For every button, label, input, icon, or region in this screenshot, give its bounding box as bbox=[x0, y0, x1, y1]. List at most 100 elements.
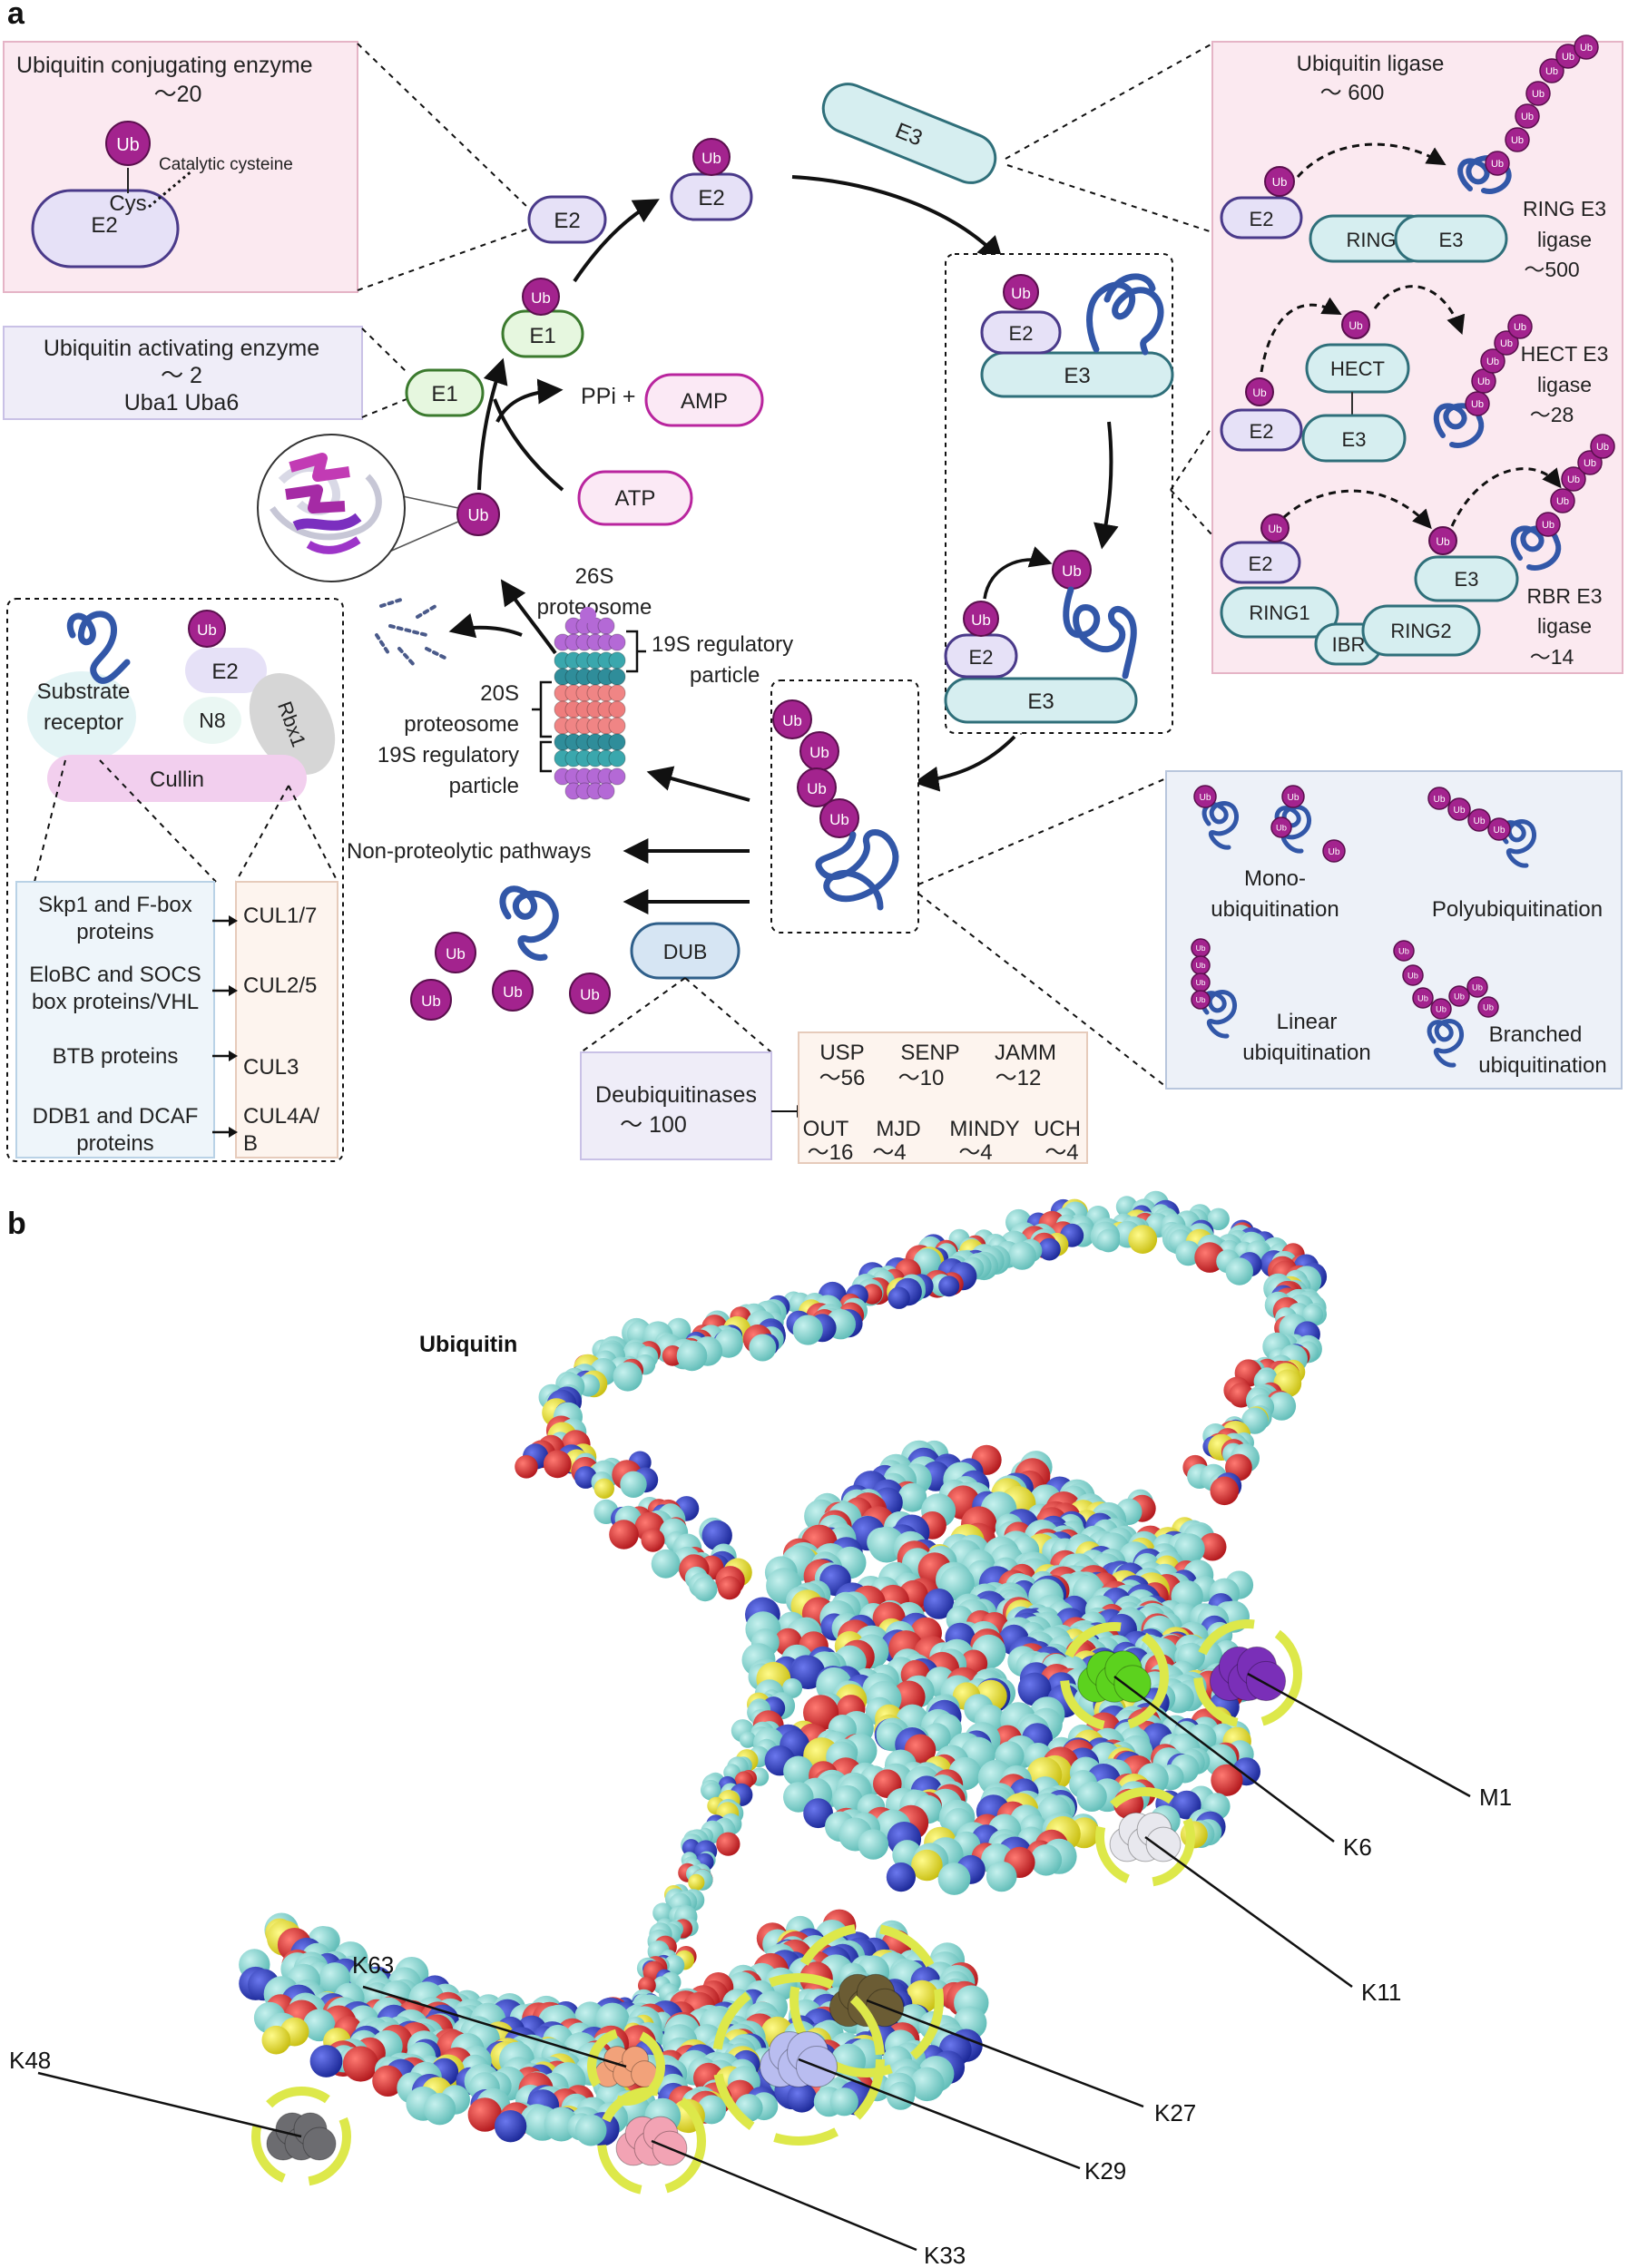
atom bbox=[515, 1455, 538, 1479]
conj-note: Catalytic cysteine bbox=[159, 155, 293, 174]
k29-highlight-ring bbox=[712, 1973, 885, 2146]
ring-chain-ub-2 bbox=[1515, 103, 1540, 129]
branched1: Branched bbox=[1489, 1022, 1583, 1047]
atom bbox=[1007, 1241, 1036, 1270]
atom bbox=[792, 1315, 823, 1345]
proteasome-subunit bbox=[580, 607, 596, 623]
nonprot-label: Non-proteolytic pathways bbox=[347, 839, 591, 864]
chain-ub3: Ub bbox=[807, 780, 827, 797]
k11-leader bbox=[1144, 1835, 1353, 1989]
m1-leader bbox=[1247, 1672, 1471, 1798]
ring-chain-ub-5-label: Ub bbox=[1562, 52, 1574, 63]
atom bbox=[641, 1528, 665, 1552]
branched-ub-0 bbox=[1393, 940, 1415, 962]
hect-chain-ub-0-label: Ub bbox=[1471, 399, 1484, 410]
rp-bot2: particle bbox=[449, 774, 519, 798]
crl-adapter-text: box proteins/VHL bbox=[32, 990, 199, 1014]
atom bbox=[938, 1276, 960, 1297]
atp-label: ATP bbox=[615, 486, 656, 511]
ring-e2: E2 bbox=[1250, 208, 1274, 230]
branched-ub-1 bbox=[1402, 964, 1424, 986]
rbr-e3-diagram: E2 Ub RING1 IBR RING2 E3 Ub RBR E3 ligas… bbox=[1220, 467, 1603, 669]
ring-chain-ub-2-label: Ub bbox=[1521, 112, 1534, 122]
dub-family-count: ～56 bbox=[819, 1066, 866, 1090]
rbr-ub-e2: Ub bbox=[1268, 523, 1282, 535]
degraded-peptides bbox=[375, 597, 446, 669]
m1-residue bbox=[1245, 1660, 1287, 1702]
dub-family-count: ～4 bbox=[1044, 1140, 1078, 1165]
ring-chain-ub-6-label: Ub bbox=[1580, 43, 1593, 54]
atom bbox=[651, 1549, 681, 1579]
ring-e3-diagram: E2 Ub RING E3 RING E3 ligase ～500 bbox=[1220, 142, 1606, 281]
atom bbox=[1173, 1533, 1205, 1565]
ppi-label: PPi + bbox=[581, 384, 635, 409]
poly-ub-3 bbox=[1487, 817, 1511, 841]
k11-highlight-ring bbox=[1095, 1787, 1195, 1887]
crl-cullin: Cullin bbox=[150, 767, 204, 792]
atom bbox=[652, 1902, 673, 1923]
poly: Polyubiquitination bbox=[1432, 897, 1603, 922]
free-ub-2: Ub bbox=[421, 992, 441, 1010]
proteasome-subunit bbox=[608, 700, 626, 719]
branched2: ubiquitination bbox=[1478, 1053, 1606, 1078]
ring-l1: RING E3 bbox=[1523, 197, 1606, 220]
k48-label: K48 bbox=[9, 2047, 51, 2074]
ring-e3: E3 bbox=[1439, 229, 1464, 251]
proteasome-stack bbox=[554, 607, 626, 800]
proteasome-subunit bbox=[608, 668, 626, 686]
atom bbox=[909, 2067, 945, 2102]
atom bbox=[620, 1471, 647, 1499]
atom bbox=[676, 1340, 708, 1372]
linear1: Linear bbox=[1277, 1010, 1338, 1034]
conj-cys: Cys bbox=[109, 191, 146, 216]
mono1: Mono- bbox=[1244, 866, 1306, 891]
k11-label: K11 bbox=[1361, 1979, 1401, 2006]
atom bbox=[702, 1783, 721, 1801]
rbr-chain-ub-4 bbox=[1590, 434, 1615, 459]
atom bbox=[858, 1829, 889, 1860]
ring-count: ～500 bbox=[1524, 258, 1579, 281]
linear2: ubiquitination bbox=[1242, 1041, 1370, 1065]
k29-label: K29 bbox=[1084, 2157, 1126, 2185]
ring-chain-ub-3 bbox=[1525, 81, 1551, 106]
mono-ub-4 bbox=[1322, 839, 1346, 863]
polyub-substrate-box: Ub Ub Ub Ub bbox=[770, 679, 919, 934]
poly-ub-2 bbox=[1467, 808, 1491, 832]
conjugating-enzyme-box: Ubiquitin conjugating enzyme ～20 E2 Ub C… bbox=[3, 41, 358, 293]
rbr-count: ～14 bbox=[1530, 645, 1574, 669]
crl-n8: N8 bbox=[199, 709, 225, 732]
atom bbox=[803, 1798, 833, 1829]
crl-arrowhead bbox=[229, 1127, 238, 1138]
crl-adapter-text: proteins bbox=[76, 920, 153, 944]
hect-chain-ub-2 bbox=[1480, 348, 1505, 374]
free-ub-4: Ub bbox=[580, 986, 600, 1003]
core2: proteosome bbox=[404, 712, 519, 737]
branched-ub-2 bbox=[1412, 987, 1434, 1009]
dub-family-count: ～10 bbox=[898, 1066, 945, 1090]
hect-chain-ub-0 bbox=[1465, 391, 1490, 416]
dub-family-name: JAMM bbox=[995, 1041, 1056, 1065]
complex1-e3: E3 bbox=[1064, 364, 1090, 388]
dub-box: Deubiquitinases ～ 100 USP～56SENP～10JAMM～… bbox=[580, 1031, 1088, 1165]
atom bbox=[911, 1849, 943, 1882]
e2-ub: Ub bbox=[701, 150, 721, 167]
k27-label: K27 bbox=[1154, 2099, 1196, 2126]
atom bbox=[1172, 1790, 1201, 1820]
rbr-l2: ligase bbox=[1537, 614, 1592, 638]
dub-pill: DUB bbox=[663, 940, 708, 963]
atom bbox=[261, 2025, 291, 2055]
rbr-chain-ub-1 bbox=[1550, 488, 1575, 513]
dub-family-name: UCH bbox=[1034, 1117, 1081, 1141]
atom bbox=[739, 1731, 757, 1748]
atom bbox=[1210, 1476, 1240, 1506]
mono2: ubiquitination bbox=[1211, 897, 1339, 922]
dub-title: Deubiquitinases bbox=[595, 1082, 757, 1108]
hect-l2: ligase bbox=[1537, 373, 1592, 396]
conj-ub: Ub bbox=[116, 135, 140, 155]
chain-ub4: Ub bbox=[829, 811, 849, 828]
k63-leader bbox=[362, 1985, 627, 2068]
substrate-icon bbox=[1200, 990, 1238, 1039]
